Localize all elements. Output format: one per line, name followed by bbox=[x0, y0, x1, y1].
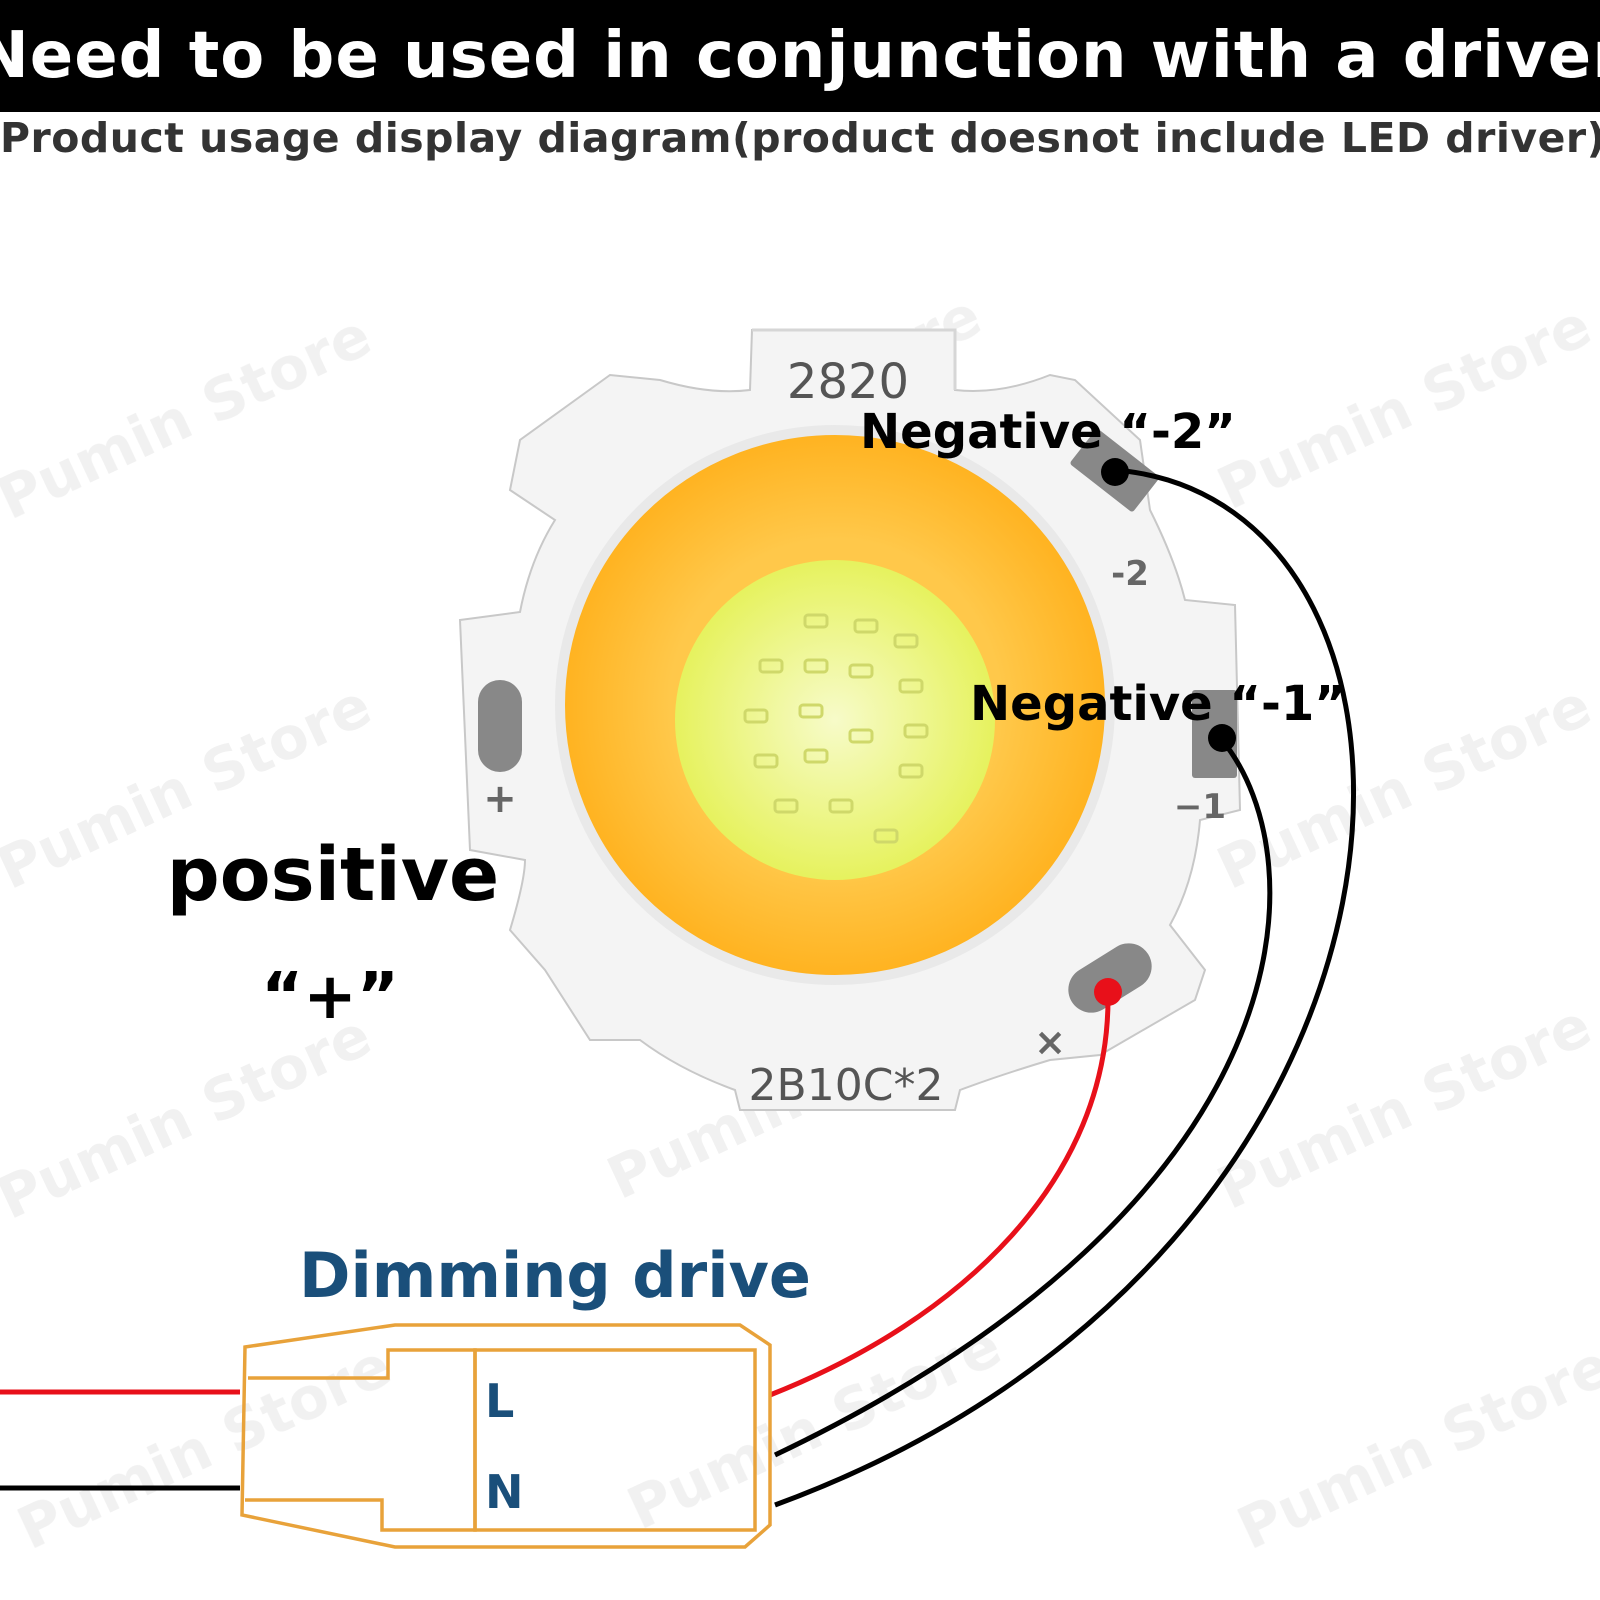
header-title: Need to be used in conjunction with a dr… bbox=[0, 19, 1600, 93]
board-mark-minus1: −1 bbox=[1174, 787, 1226, 827]
board-mark-plus: + bbox=[483, 776, 517, 822]
watermark-text: Pumin Store bbox=[1227, 1331, 1600, 1563]
black-connection-dot-minus2 bbox=[1101, 458, 1129, 486]
watermark-text: Pumin Store bbox=[7, 1331, 401, 1563]
watermark-text: Pumin Store bbox=[0, 1001, 381, 1233]
board-top-code: 2820 bbox=[787, 354, 909, 410]
dimming-driver bbox=[240, 1323, 772, 1549]
header-subtitle: Product usage display diagram(product do… bbox=[0, 114, 1600, 162]
watermark-text: Pumin Store bbox=[617, 1311, 1011, 1543]
driver-terminal-block bbox=[473, 1348, 757, 1532]
board-bottom-code: 2B10C*2 bbox=[749, 1060, 944, 1111]
label-negative-1: Negative “-1” bbox=[970, 676, 1346, 732]
watermark-text: Pumin Store bbox=[1207, 291, 1600, 523]
red-wire-positive bbox=[769, 994, 1111, 1398]
driver-terminal-n: N bbox=[485, 1465, 524, 1519]
driver-terminal-l: L bbox=[485, 1374, 514, 1428]
black-connection-dot-minus1 bbox=[1208, 724, 1236, 752]
board-mark-x: × bbox=[1034, 1020, 1066, 1064]
header-banner: Need to be used in conjunction with a dr… bbox=[0, 0, 1600, 112]
black-wire-minus1 bbox=[773, 738, 1273, 1458]
board-mark-minus2: -2 bbox=[1111, 554, 1149, 594]
pad-plus bbox=[478, 680, 522, 772]
label-positive: positive bbox=[167, 832, 499, 918]
cob-led-board: 2820 2B10C*2 -2 −1 + × bbox=[458, 328, 1242, 1111]
black-wire-minus2 bbox=[774, 467, 1356, 1508]
driver-title: Dimming drive bbox=[299, 1239, 811, 1312]
wires bbox=[0, 467, 1356, 1508]
tab-edge bbox=[752, 328, 957, 390]
red-connection-dot bbox=[1094, 978, 1122, 1006]
pad-x bbox=[1068, 943, 1152, 1013]
driver-body bbox=[240, 1323, 772, 1549]
label-positive-symbol: “+” bbox=[261, 960, 399, 1034]
led-chips bbox=[743, 613, 929, 844]
label-negative-2: Negative “-2” bbox=[860, 404, 1236, 460]
watermark-text: Pumin Store bbox=[0, 301, 381, 533]
white-phosphor-center bbox=[675, 560, 995, 880]
